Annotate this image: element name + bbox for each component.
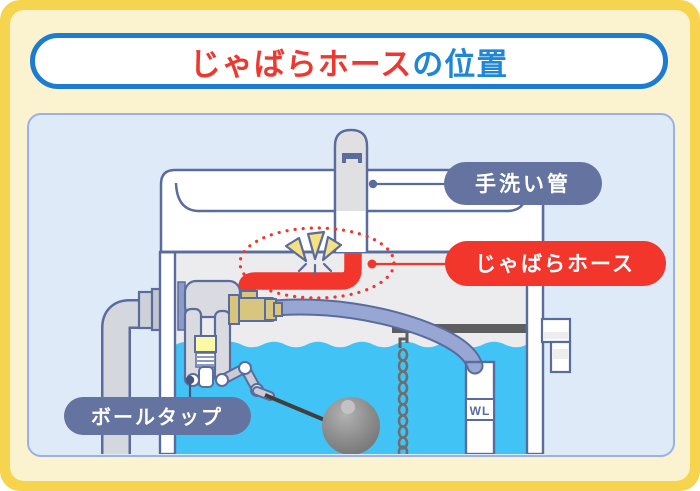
float-rod bbox=[264, 393, 328, 423]
badge-hand-wash-pipe-label: 手洗い管 bbox=[475, 172, 571, 196]
toilet-tank-diagram: WL bbox=[64, 128, 666, 454]
bellows-hose-pointer bbox=[367, 259, 446, 269]
title-banner: じゃばらホースの位置 bbox=[30, 33, 668, 89]
refill-hose bbox=[265, 298, 484, 375]
spout-band bbox=[342, 153, 362, 159]
badge-ball-tap: ボールタップ bbox=[64, 397, 251, 435]
valve-tag bbox=[194, 335, 217, 353]
badge-bellows-hose: じゃばらホース bbox=[445, 241, 666, 286]
sparkle-icon bbox=[284, 230, 343, 276]
badge-hand-wash-pipe: 手洗い管 bbox=[444, 162, 602, 205]
float-ball bbox=[322, 397, 380, 454]
title-highlight: じゃばらホース bbox=[189, 46, 413, 82]
flush-handle bbox=[540, 317, 572, 374]
overflow-tube: WL bbox=[464, 360, 496, 454]
water-level-label: WL bbox=[470, 404, 491, 418]
brass-fitting bbox=[228, 290, 283, 325]
chain-hook bbox=[398, 333, 409, 348]
page-background: じゃばらホースの位置 bbox=[10, 10, 690, 481]
bellows-hose bbox=[238, 253, 362, 296]
ball-tap-assembly bbox=[177, 279, 283, 401]
hand-wash-pointer bbox=[368, 179, 445, 189]
water-level-box bbox=[465, 398, 495, 421]
chain bbox=[397, 348, 409, 454]
ball-tap-pointer bbox=[185, 375, 195, 398]
title-rest: の位置 bbox=[412, 46, 509, 82]
badge-ball-tap-label: ボールタップ bbox=[91, 406, 223, 429]
flush-lever bbox=[392, 324, 532, 348]
valve-plunger bbox=[198, 366, 214, 388]
badge-bellows-hose-label: じゃばらホース bbox=[475, 253, 635, 276]
diagram-panel: WL bbox=[27, 113, 675, 457]
hand-wash-pipe bbox=[333, 128, 369, 252]
